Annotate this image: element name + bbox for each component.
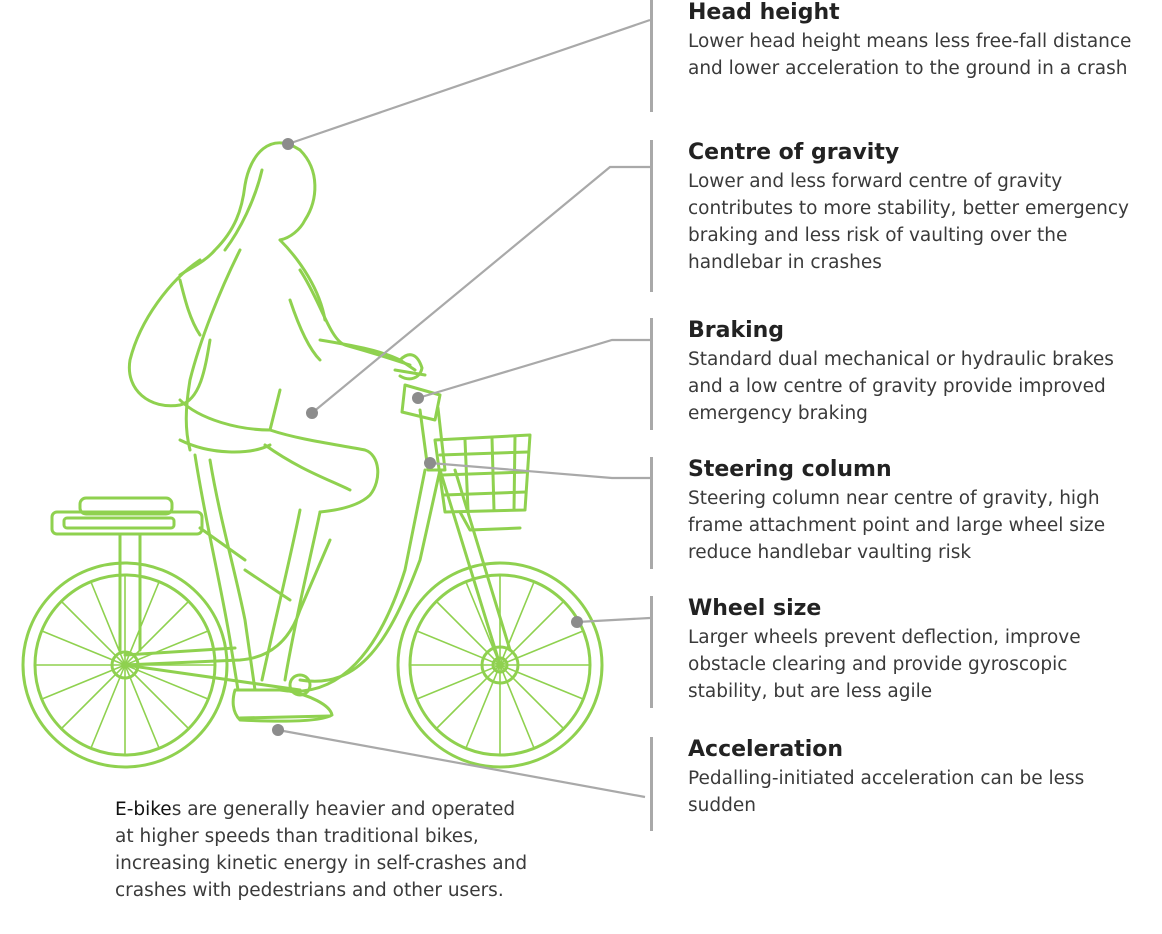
dot-braking — [412, 392, 424, 404]
callout-text: Pedalling-initiated acceleration can be … — [688, 768, 1085, 816]
leader-head-height — [287, 18, 651, 146]
leader-acceleration — [277, 728, 646, 799]
callout-text: Lower head height means less free-fall d… — [688, 31, 1132, 79]
leader-dots — [272, 138, 583, 736]
callout-acceleration: Acceleration Pedalling-initiated acceler… — [650, 737, 1150, 831]
callout-title: Steering column — [688, 457, 892, 482]
callout-braking: Braking Standard dual mechanical or hydr… — [650, 318, 1150, 430]
callout-text: Lower and less forward centre of gravity… — [688, 171, 1129, 273]
front-basket-icon — [433, 433, 532, 532]
callout-title: Head height — [688, 0, 840, 25]
callout-wheel-size: Wheel size Larger wheels prevent deflect… — [650, 596, 1150, 708]
note-rest: s are generally heavier and operated at … — [115, 799, 528, 901]
leader-centre-of-gravity — [311, 165, 650, 414]
callout-centre-of-gravity: Centre of gravity Lower and less forward… — [650, 140, 1150, 292]
e-bike-note: E-bikes are generally heavier and operat… — [115, 796, 535, 904]
callout-title: Centre of gravity — [688, 140, 900, 165]
callout-steering-column: Steering column Steering column near cen… — [650, 457, 1150, 569]
callout-title: Braking — [688, 318, 785, 343]
dot-head-height — [282, 138, 294, 150]
callout-text: Steering column near centre of gravity, … — [688, 488, 1106, 563]
dot-steering-column — [424, 457, 436, 469]
leader-steering-column — [429, 461, 650, 480]
callout-text: Standard dual mechanical or hydraulic br… — [688, 349, 1114, 424]
callout-title: Acceleration — [688, 737, 844, 762]
rear-rack-battery-icon — [50, 496, 247, 652]
note-lead: E-bike — [115, 799, 172, 820]
dot-acceleration — [272, 724, 284, 736]
rider-figure-icon — [127, 141, 424, 723]
leader-braking — [417, 338, 650, 400]
callout-head-height: Head height Lower head height means less… — [650, 0, 1150, 112]
bike-frame-icon — [123, 468, 512, 697]
leader-wheel-size — [576, 616, 651, 624]
callout-text: Larger wheels prevent deflection, improv… — [688, 627, 1081, 702]
dot-wheel-size — [571, 616, 583, 628]
callout-title: Wheel size — [688, 596, 822, 621]
leader-lines — [277, 18, 651, 799]
dot-centre-of-gravity — [306, 407, 318, 419]
